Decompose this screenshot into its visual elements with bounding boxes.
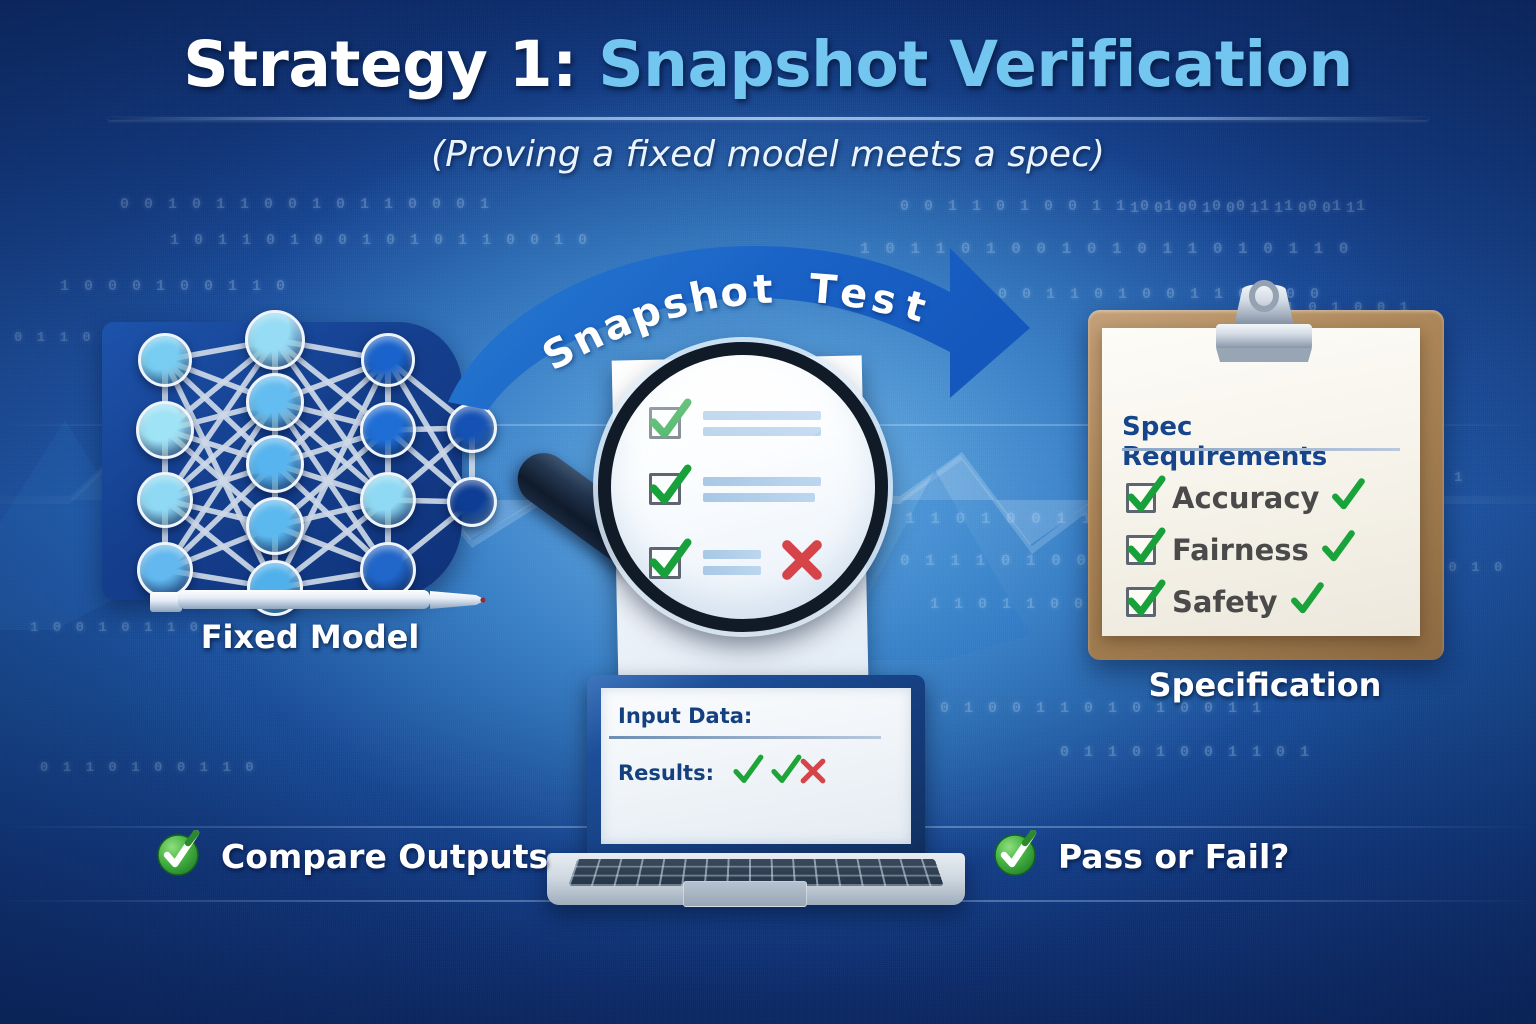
neural-node bbox=[360, 402, 416, 458]
neural-node bbox=[138, 333, 192, 387]
green-check-badge-icon bbox=[992, 829, 1040, 883]
checkbox-icon[interactable] bbox=[649, 398, 692, 439]
neural-node bbox=[245, 310, 305, 370]
header-divider bbox=[108, 117, 1428, 120]
text-line bbox=[703, 426, 821, 436]
binary-row: 1 0 0 1 0 1 1 0 bbox=[30, 620, 202, 636]
binary-row: 0 0 1 0 1 1 0 0 1 0 1 1 0 0 0 1 bbox=[120, 196, 493, 213]
check-icon bbox=[732, 754, 764, 791]
binary-row: 0 1 0 0 1 1 0 1 0 1 0 0 1 1 bbox=[940, 700, 1265, 717]
binary-row: 0 1 1 0 1 0 0 1 1 0 1 bbox=[1060, 744, 1313, 761]
magnifier-inspection bbox=[470, 330, 940, 681]
checkbox-icon[interactable] bbox=[649, 464, 692, 505]
neural-node bbox=[361, 333, 415, 387]
title-prefix: Strategy 1: bbox=[183, 28, 599, 101]
check-icon bbox=[1331, 478, 1366, 517]
input-data-label: Input Data: bbox=[618, 704, 753, 728]
check-icon bbox=[1290, 582, 1324, 621]
check-icon bbox=[1321, 530, 1355, 569]
text-line bbox=[703, 550, 761, 559]
text-line bbox=[703, 410, 821, 420]
neural-node bbox=[360, 472, 416, 528]
text-line-group bbox=[703, 550, 761, 575]
callout-compare-outputs: Compare Outputs bbox=[155, 829, 549, 883]
magnifier-checklist-row bbox=[649, 464, 821, 505]
neural-network-nodes bbox=[110, 300, 510, 616]
header: Strategy 1: Snapshot Verification (Provi… bbox=[0, 0, 1536, 175]
checkbox-icon[interactable] bbox=[1126, 579, 1166, 617]
binary-row: 1 0 0 0 1 0 0 1 1 0 bbox=[60, 278, 289, 295]
magnifier-lens bbox=[598, 342, 888, 632]
spec-requirement-row[interactable]: Accuracy bbox=[1126, 475, 1366, 517]
binary-row: 1 0 1 1 0 1 0 0 1 0 1 0 1 1 0 0 1 0 bbox=[170, 232, 591, 249]
text-line bbox=[703, 566, 761, 575]
text-line-group bbox=[703, 410, 821, 436]
neural-node bbox=[246, 435, 304, 493]
neural-node bbox=[246, 373, 304, 431]
results-row: Results: bbox=[618, 754, 834, 791]
mountain-shape-decoration-2 bbox=[855, 470, 1030, 660]
spec-requirements-title: Spec Requirements bbox=[1122, 412, 1328, 472]
specification-label: Specification bbox=[1148, 666, 1382, 704]
laptop-lid: Input Data: Results: bbox=[587, 675, 925, 857]
checkbox-icon[interactable] bbox=[649, 538, 692, 579]
callout-label: Pass or Fail? bbox=[1058, 837, 1290, 876]
neural-node bbox=[136, 401, 194, 459]
spec-requirement-label: Accuracy bbox=[1172, 480, 1320, 515]
screen-divider bbox=[609, 736, 881, 739]
neural-node bbox=[246, 497, 304, 555]
checkbox-icon[interactable] bbox=[1126, 475, 1166, 513]
page-subtitle: (Proving a fixed model meets a spec) bbox=[431, 134, 1105, 175]
stylus-pen bbox=[150, 588, 490, 614]
spec-requirement-row[interactable]: Fairness bbox=[1126, 527, 1355, 569]
spec-requirement-label: Fairness bbox=[1172, 532, 1309, 567]
results-label: Results: bbox=[618, 760, 714, 785]
spec-title-rule bbox=[1122, 448, 1400, 451]
binary-row: 0 0 1 1 0 1 0 0 1 1 0 1 0 0 0 1 1 0 1 1 bbox=[900, 198, 1369, 215]
green-check-badge-icon bbox=[155, 829, 203, 883]
laptop-trackpad[interactable] bbox=[683, 881, 807, 907]
text-line bbox=[703, 476, 821, 486]
laptop-device: Input Data: Results: bbox=[525, 675, 985, 935]
page-title: Strategy 1: Snapshot Verification bbox=[0, 28, 1536, 101]
binary-row: 1 0 1 1 0 1 0 0 1 0 1 0 1 1 0 1 0 1 1 0 bbox=[860, 240, 1352, 258]
arrow-shape bbox=[448, 245, 1030, 410]
binary-row: 1 0 0 1 0 1 1 0 0 1 bbox=[1130, 200, 1359, 217]
callout-pass-or-fail: Pass or Fail? bbox=[992, 829, 1290, 883]
binary-row: 0 1 1 0 1 0 0 1 1 0 bbox=[40, 760, 257, 776]
neural-network-diagram: Fixed Model bbox=[102, 300, 510, 656]
spec-requirement-label: Safety bbox=[1172, 584, 1278, 619]
magnifier-checklist-row bbox=[649, 398, 821, 439]
check-icon bbox=[770, 754, 802, 791]
text-line bbox=[703, 492, 815, 502]
neural-node bbox=[137, 472, 193, 528]
cross-icon bbox=[798, 756, 828, 791]
title-accent: Snapshot Verification bbox=[598, 28, 1353, 101]
text-line-group bbox=[703, 476, 821, 502]
checkbox-icon[interactable] bbox=[1126, 527, 1166, 565]
spec-requirement-row[interactable]: Safety bbox=[1126, 579, 1324, 621]
neural-network-label: Fixed Model bbox=[200, 618, 420, 656]
cross-icon bbox=[779, 537, 825, 588]
callout-label: Compare Outputs bbox=[221, 837, 549, 876]
results-marks bbox=[732, 754, 834, 791]
neural-node bbox=[447, 477, 497, 527]
laptop-screen: Input Data: Results: bbox=[601, 688, 911, 844]
binary-row: 0 1 0 0 1 1 0 1 0 0 1 1 0 1 0 0 bbox=[950, 286, 1323, 303]
magnifier-checklist-row bbox=[649, 537, 825, 588]
clipboard-clasp-icon bbox=[1200, 280, 1328, 366]
